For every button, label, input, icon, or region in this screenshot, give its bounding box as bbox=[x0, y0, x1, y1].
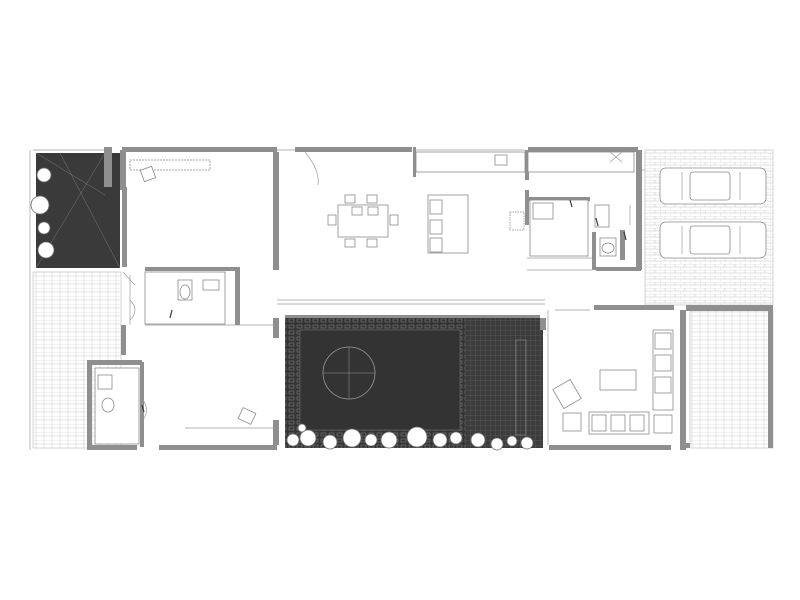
walls bbox=[87, 147, 773, 450]
dining-table bbox=[327, 194, 399, 248]
window-lines bbox=[29, 149, 645, 450]
living-room bbox=[552, 329, 674, 435]
bedroom-furniture bbox=[129, 159, 257, 425]
kitchen bbox=[415, 151, 635, 254]
section-ticks bbox=[141, 199, 627, 413]
central-courtyard bbox=[285, 318, 543, 448]
car-bottom bbox=[659, 221, 767, 259]
courtyard-trees bbox=[286, 423, 534, 451]
bathroom-west bbox=[144, 271, 226, 325]
paving-east bbox=[689, 310, 774, 449]
car-top bbox=[659, 167, 767, 205]
laundry bbox=[529, 199, 617, 257]
door-swings bbox=[122, 151, 631, 421]
bathroom-southwest bbox=[94, 367, 140, 445]
